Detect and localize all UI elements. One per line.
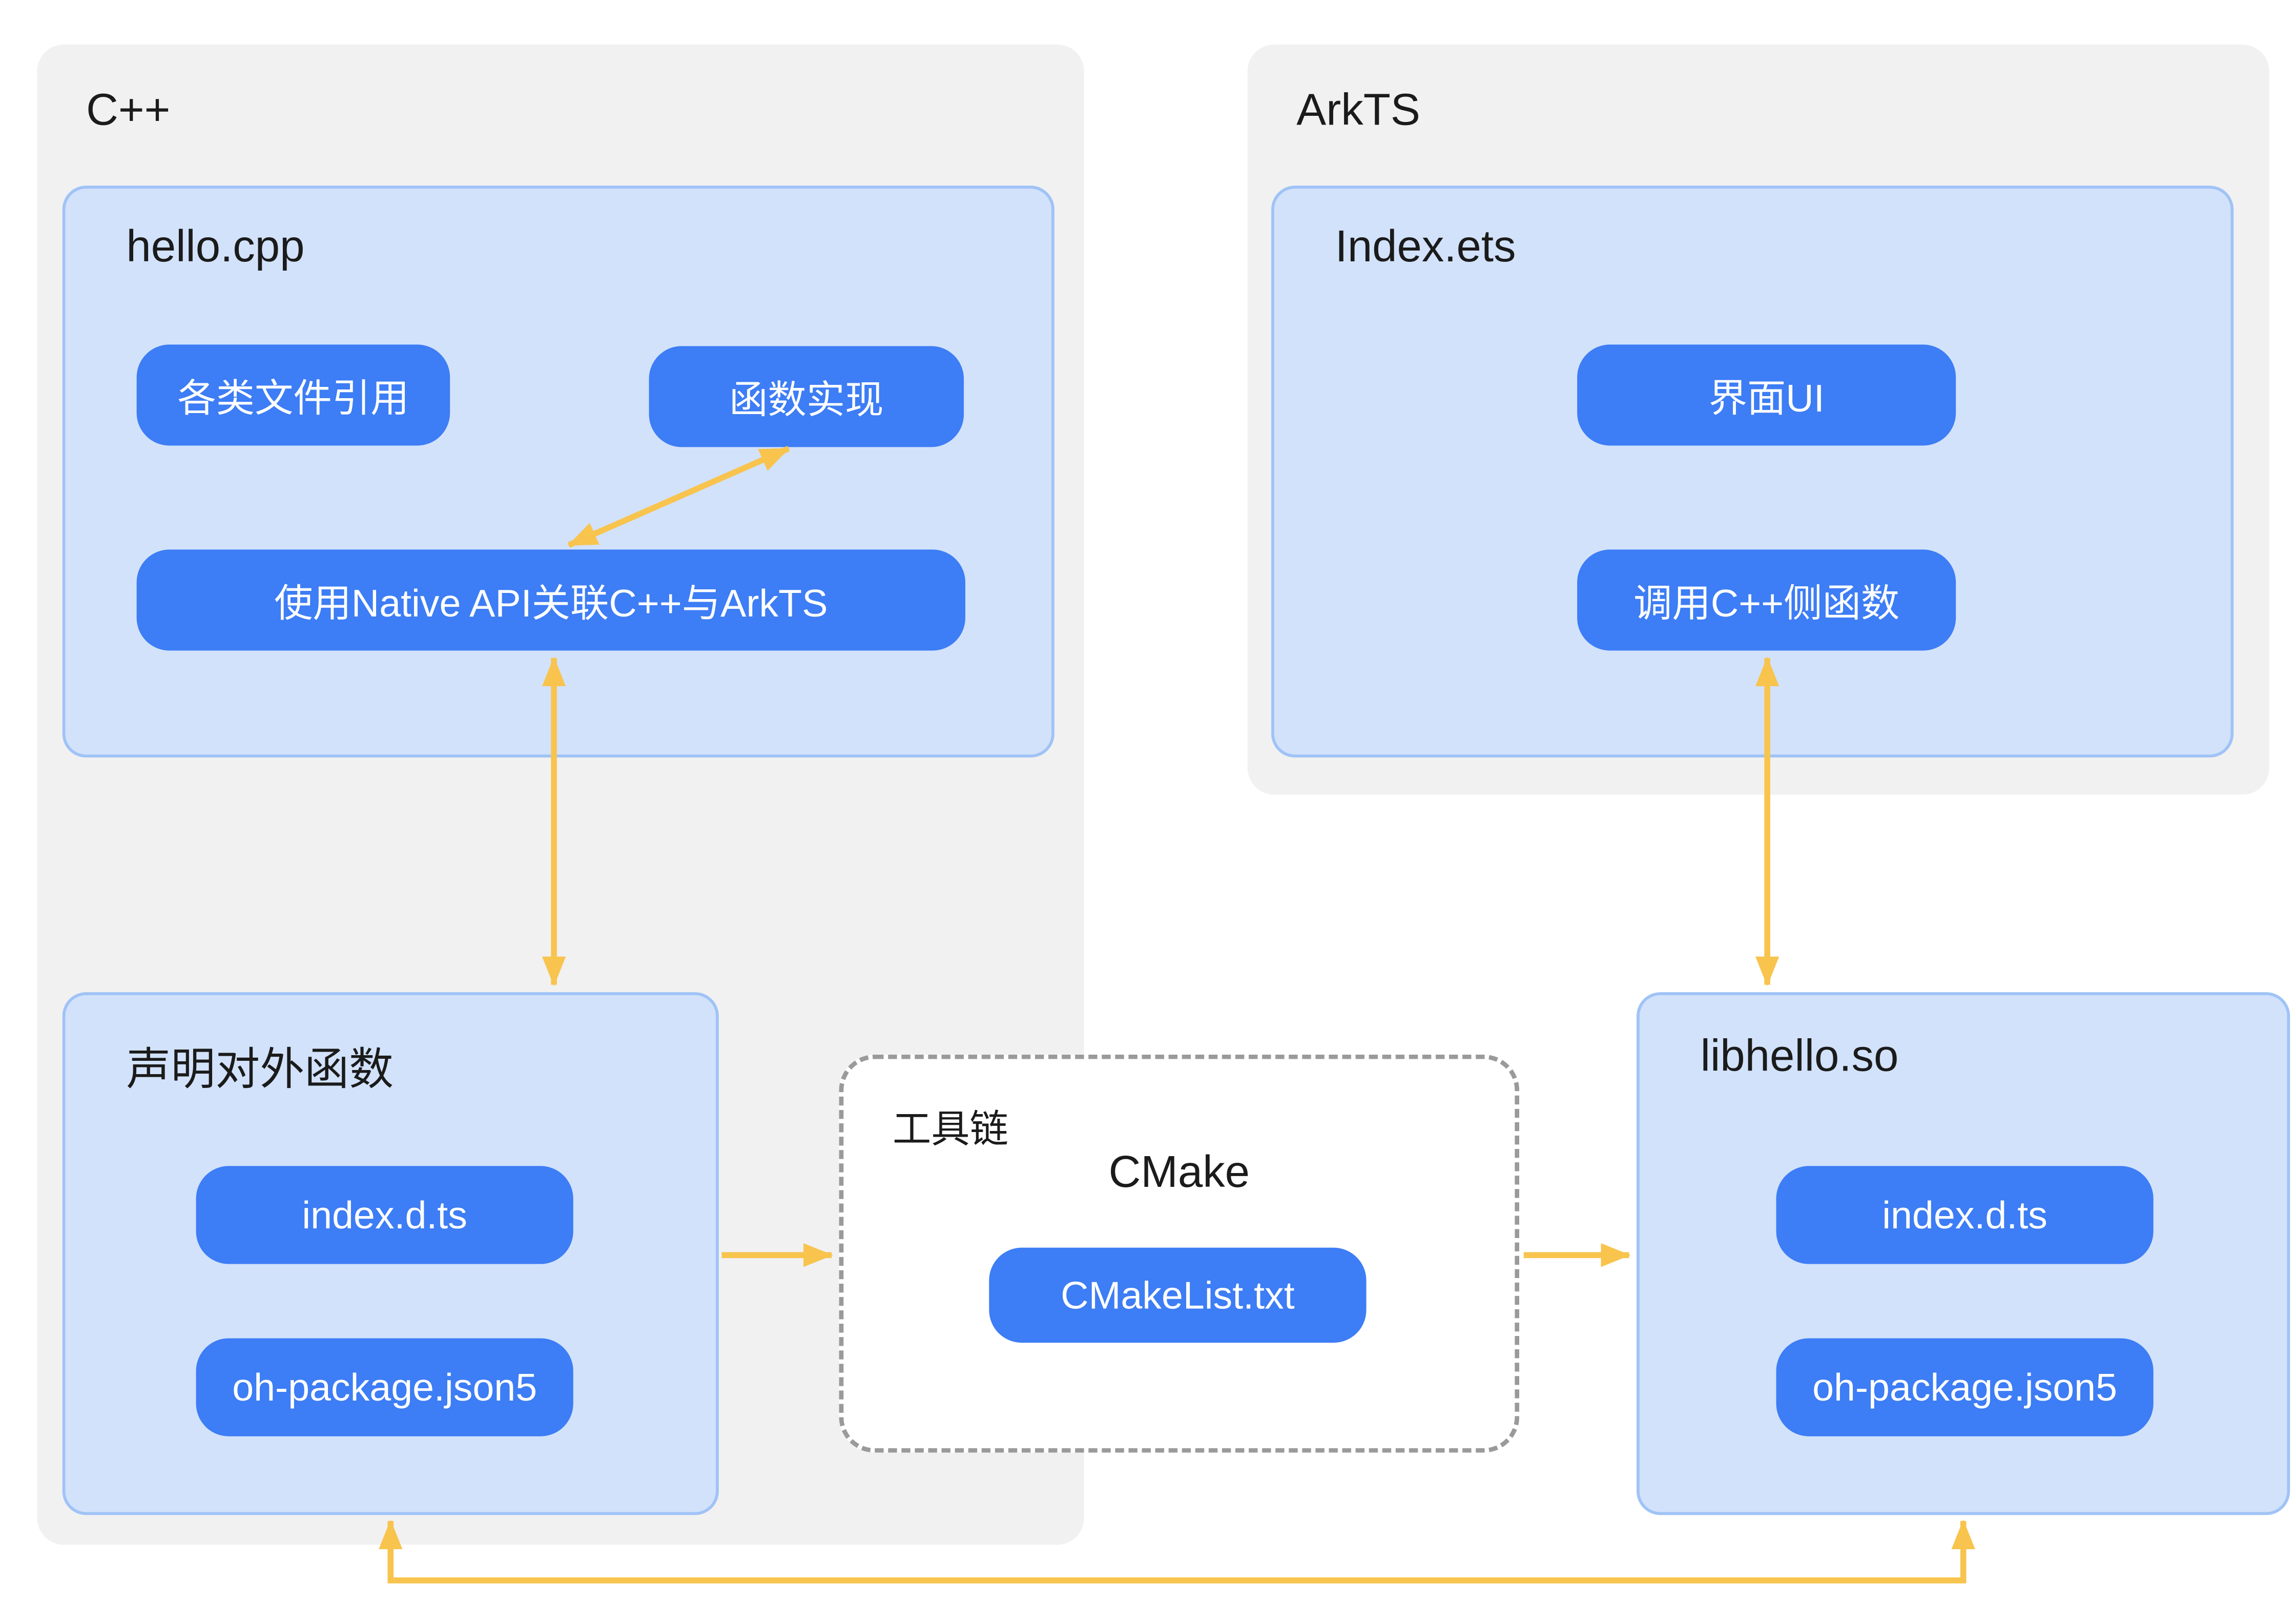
libhello-so-title: libhello.so <box>1700 1032 1899 1082</box>
pill-native-api-bridge: 使用Native API关联C++与ArkTS <box>136 549 965 651</box>
pill-cmakelist: CMakeList.txt <box>989 1247 1367 1343</box>
declare-external-functions-title: 声明对外函数 <box>126 1045 394 1095</box>
arkts-panel-label: ArkTS <box>1296 86 1420 135</box>
hello-cpp-title: hello.cpp <box>126 222 305 272</box>
pill-ui: 界面UI <box>1577 344 1956 446</box>
index-ets-box <box>1271 186 2234 758</box>
pill-index-dts-declare: index.d.ts <box>196 1166 573 1264</box>
toolchain-label: 工具链 <box>892 1106 1009 1152</box>
pill-file-references: 各类文件引用 <box>136 344 450 446</box>
index-ets-title: Index.ets <box>1335 222 1516 272</box>
pill-call-cpp-function: 调用C++侧函数 <box>1577 549 1956 651</box>
pill-oh-package-libhello: oh-package.json5 <box>1776 1338 2154 1436</box>
cpp-panel-label: C++ <box>86 86 171 135</box>
pill-function-implementation: 函数实现 <box>649 346 964 447</box>
pill-index-dts-libhello: index.d.ts <box>1776 1166 2154 1264</box>
cmake-title: CMake <box>1108 1148 1250 1198</box>
pill-oh-package-declare: oh-package.json5 <box>196 1338 573 1436</box>
